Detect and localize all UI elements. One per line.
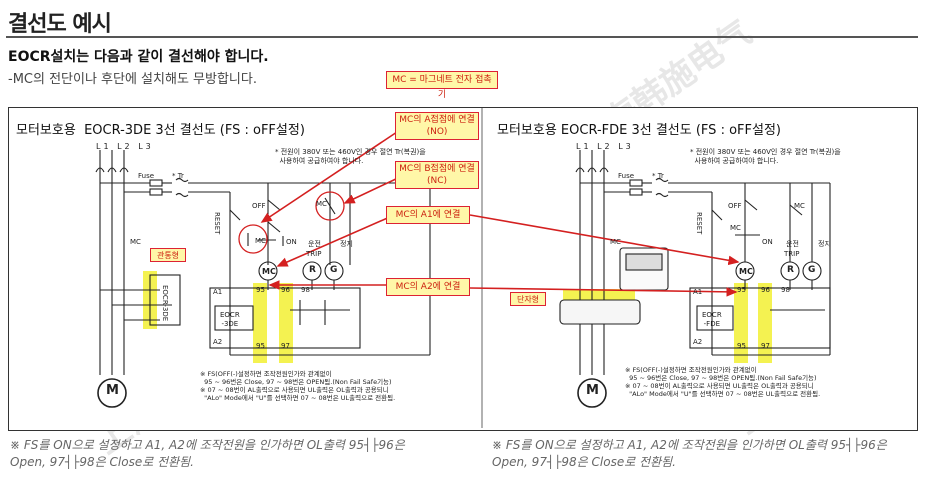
left-term-97: 97 xyxy=(281,342,290,350)
right-panel-title: 모터보호용 EOCR-FDE 3선 결선도 (FS : oFF설정) xyxy=(497,123,781,138)
left-nc-mc-label: MC xyxy=(316,200,327,208)
right-off-label: OFF xyxy=(728,202,742,210)
right-term-96: 96 xyxy=(761,286,770,294)
left-on-label: ON xyxy=(286,238,297,246)
callout-arrows xyxy=(260,129,740,297)
callout-mc-definition: MC = 마그네트 전자 접촉기 xyxy=(386,71,498,100)
right-footnote: ※ FS를 ON으로 설정하고 A1, A2에 조작전원을 인가하면 OL출력 … xyxy=(492,438,887,469)
left-unit-label: EOCR-3DE xyxy=(161,285,169,322)
right-term-97: 97 xyxy=(761,342,770,350)
right-stop-label: 정지 xyxy=(818,240,831,248)
left-term-98: 98 xyxy=(301,286,310,294)
left-device-label: EOCR -3DE xyxy=(220,311,240,328)
left-motor: M xyxy=(106,383,119,398)
page-title: 결선도 예시 xyxy=(8,12,112,37)
left-run-label: 운전 xyxy=(308,240,321,248)
right-mc-top-label: MC xyxy=(794,202,805,210)
left-term-a1: A1 xyxy=(213,288,223,296)
right-tr-label: * Tr xyxy=(652,172,664,180)
left-term-95: 95 xyxy=(256,286,265,294)
left-panel-title: 모터보호용 EOCR-3DE 3선 결선도 (FS : oFF설정) xyxy=(16,123,305,138)
right-term-a1: A1 xyxy=(693,288,703,296)
left-mc-line-label: MC xyxy=(130,238,141,246)
right-term-98: 98 xyxy=(781,286,790,294)
right-power-note: * 전원이 380V 또는 460V인 경우 절연 Tr(복권)을 사용하여 공… xyxy=(690,148,841,165)
right-term-95b: 95 xyxy=(737,342,746,350)
right-fuse-label: Fuse xyxy=(618,172,635,180)
title-divider xyxy=(6,36,918,38)
right-mc-contact-label: MC xyxy=(730,224,741,232)
right-motor: M xyxy=(586,383,599,398)
page-subtitle: EOCR설치는 다음과 같이 결선해야 합니다. xyxy=(8,49,269,65)
left-stop-label: 정지 xyxy=(340,240,353,248)
highlight-terminals-right-2 xyxy=(758,283,772,363)
left-term-95b: 95 xyxy=(256,342,265,350)
left-off-label: OFF xyxy=(252,202,266,210)
highlight-terminals-right-1 xyxy=(734,283,748,363)
callout-mc-no: MC의 A접점에 연결 (NO) xyxy=(395,112,479,140)
left-reset-label: RESET xyxy=(213,212,221,235)
left-power-note: * 전원이 380V 또는 460V인 경우 절연 Tr(복권)을 사용하여 공… xyxy=(275,148,426,165)
left-schematic xyxy=(95,150,431,408)
callout-mc-a1: MC의 A1에 연결 xyxy=(386,206,470,224)
right-mc-coil-text: MC xyxy=(739,267,753,276)
right-schematic xyxy=(559,150,831,408)
left-coil-g: G xyxy=(330,265,338,275)
right-fs-note: ※ FS(OFF(-)설정하면 조작전원인가와 관계없이 95 ~ 96번은 C… xyxy=(625,366,821,398)
left-fs-note: ※ FS(OFF(-)설정하면 조작전원인가와 관계없이 95 ~ 96번은 C… xyxy=(200,370,396,402)
left-term-a2: A2 xyxy=(213,338,223,346)
right-on-label: ON xyxy=(762,238,773,246)
right-coil-g: G xyxy=(808,265,816,275)
right-reset-label: RESET xyxy=(695,212,703,235)
left-term-96: 96 xyxy=(281,286,290,294)
right-term-95: 95 xyxy=(737,286,746,294)
highlight-terminals-left-2 xyxy=(279,283,293,363)
highlight-terminals-left-1 xyxy=(253,283,267,363)
right-device-label: EOCR -FDE xyxy=(702,311,722,328)
left-trip-label: TRIP xyxy=(306,250,322,258)
left-footnote: ※ FS를 ON으로 설정하고 A1, A2에 조작전원을 인가하면 OL출력 … xyxy=(10,438,405,469)
callout-mc-nc: MC의 B접점에 연결 (NC) xyxy=(395,161,479,189)
left-mc-coil-text: MC xyxy=(262,267,276,276)
right-trip-label: TRIP xyxy=(784,250,800,258)
right-mc-line-label: MC xyxy=(610,238,621,246)
right-run-label: 운전 xyxy=(786,240,799,248)
callout-mc-a2: MC의 A2에 연결 xyxy=(386,278,470,296)
right-coil-r: R xyxy=(787,265,794,275)
right-ct-tag: 단자형 xyxy=(510,292,546,306)
left-tr-label: * Tr xyxy=(172,172,184,180)
left-fuse-label: Fuse xyxy=(138,172,155,180)
left-mc-contact-label: MC xyxy=(255,237,266,245)
page-note: -MC의 전단이나 후단에 설치해도 무방합니다. xyxy=(8,72,257,87)
left-phase-labels: L1 L2 L3 xyxy=(96,142,154,151)
left-coil-r: R xyxy=(309,265,316,275)
right-phase-labels: L1 L2 L3 xyxy=(576,142,634,151)
left-ct-tag: 관통형 xyxy=(150,248,186,262)
right-term-a2: A2 xyxy=(693,338,703,346)
